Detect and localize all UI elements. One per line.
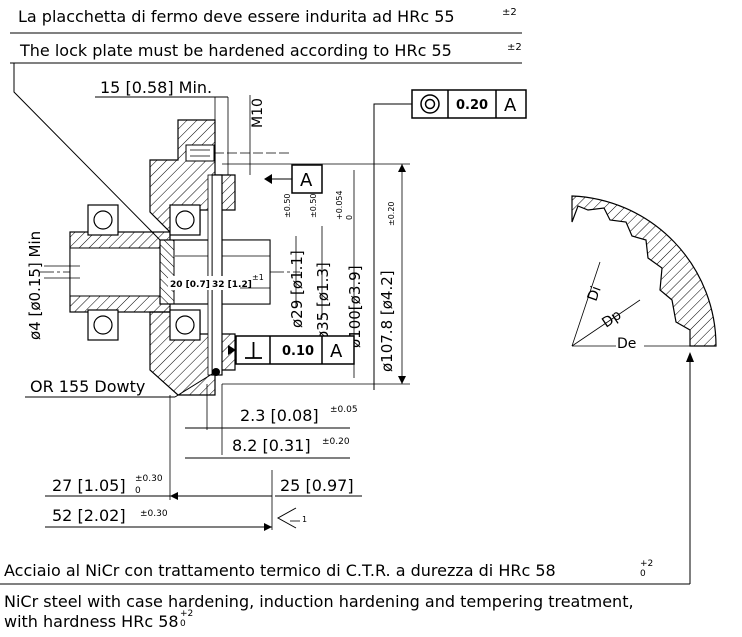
screw-m10 bbox=[185, 144, 215, 162]
diameter-dims: ø29 [ø1.1] ±0.50 ø35 [ø1.3] ±0.50 ø100[ø… bbox=[222, 163, 410, 385]
perpendicularity-datum: A bbox=[330, 341, 343, 362]
dim-d29: ø29 [ø1.1] bbox=[288, 250, 306, 328]
roughness-value: 1 bbox=[302, 515, 307, 524]
o-ring bbox=[212, 368, 220, 376]
note-en-steel-tol-hi: +2 bbox=[180, 609, 193, 619]
shaft-bore bbox=[69, 247, 171, 297]
concentricity-frame: 0.20 A bbox=[373, 89, 527, 390]
perpendicularity-frame: 0.10 A bbox=[228, 335, 355, 365]
dim-d107: ø107.8 [ø4.2] bbox=[378, 270, 396, 372]
dim-2-3: 2.3 [0.08] bbox=[240, 406, 319, 425]
dim-d29-tol: ±0.50 bbox=[283, 193, 292, 218]
lock-plate bbox=[159, 239, 175, 305]
dim-20: 20 [0.7] bbox=[170, 280, 210, 290]
note-it-lock-tol: ±2 bbox=[502, 7, 517, 18]
length-dims: 2.3 [0.08] ±0.05 8.2 [0.31] ±0.20 27 [1.… bbox=[45, 384, 362, 531]
roughness-icon bbox=[276, 507, 297, 529]
dim-d107-tol: ±0.20 bbox=[387, 201, 396, 226]
note-it-lock: La placchetta di fermo deve essere indur… bbox=[18, 7, 455, 26]
note-it-steel-tol-hi: +2 bbox=[640, 559, 653, 569]
datum-a bbox=[291, 164, 323, 194]
note-en-lock: The lock plate must be hardened accordin… bbox=[19, 41, 452, 60]
dim-15-min: 15 [0.58] Min. bbox=[100, 78, 212, 97]
dim-d35: ø35 [ø1.3] bbox=[314, 262, 332, 340]
note-it-steel: Acciaio al NiCr con trattamento termico … bbox=[4, 561, 556, 580]
gear-de: De bbox=[617, 336, 636, 352]
concentricity-icon bbox=[420, 94, 440, 114]
dim-m10: M10 bbox=[250, 98, 266, 128]
dim-52-tol: ±0.30 bbox=[140, 509, 168, 519]
dim-27-tol-lo: 0 bbox=[135, 486, 141, 496]
dim-27-tol-hi: ±0.30 bbox=[135, 474, 163, 484]
gear-di: Di bbox=[585, 284, 605, 303]
gear-detail: Di Dp De bbox=[571, 195, 717, 362]
note-en-lock-tol: ±2 bbox=[507, 42, 522, 53]
concentricity-value: 0.20 bbox=[456, 98, 488, 113]
datum-a-label: A bbox=[300, 170, 313, 191]
note-leader bbox=[13, 63, 161, 241]
note-en-steel-1: NiCr steel with case hardening, inductio… bbox=[4, 592, 634, 611]
flange bbox=[211, 174, 223, 376]
perpendicularity-value: 0.10 bbox=[282, 344, 314, 359]
dim-8-2-tol: ±0.20 bbox=[322, 437, 350, 447]
dim-32: 32 [1.2] bbox=[212, 280, 252, 290]
concentricity-datum: A bbox=[504, 95, 517, 116]
dim-d100-tol-lo: 0 bbox=[345, 215, 354, 220]
dim-d4-min: ø4 [ø0.15] Min bbox=[26, 231, 44, 340]
dim-8-2: 8.2 [0.31] bbox=[232, 436, 311, 455]
gear-ring bbox=[571, 195, 717, 347]
note-it-steel-tol-lo: 0 bbox=[640, 569, 646, 579]
dim-52: 52 [2.02] bbox=[52, 506, 126, 525]
dim-d100: ø100[ø3.9] bbox=[346, 265, 364, 348]
dim-2-3-tol: ±0.05 bbox=[330, 405, 358, 415]
label-or155: OR 155 Dowty bbox=[30, 377, 145, 396]
note-en-steel-2: with hardness HRc 58 bbox=[4, 612, 179, 631]
dim-25: 25 [0.97] bbox=[280, 476, 354, 495]
dim-d100-tol-hi: +0.054 bbox=[335, 190, 344, 220]
note-en-steel-tol-lo: 0 bbox=[180, 619, 186, 629]
dim-27: 27 [1.05] bbox=[52, 476, 126, 495]
dim-d35-tol: ±0.50 bbox=[309, 193, 318, 218]
section-view bbox=[40, 119, 300, 396]
gear-dp: Dp bbox=[599, 307, 624, 331]
dim-32-tol: ±1 bbox=[252, 273, 264, 282]
